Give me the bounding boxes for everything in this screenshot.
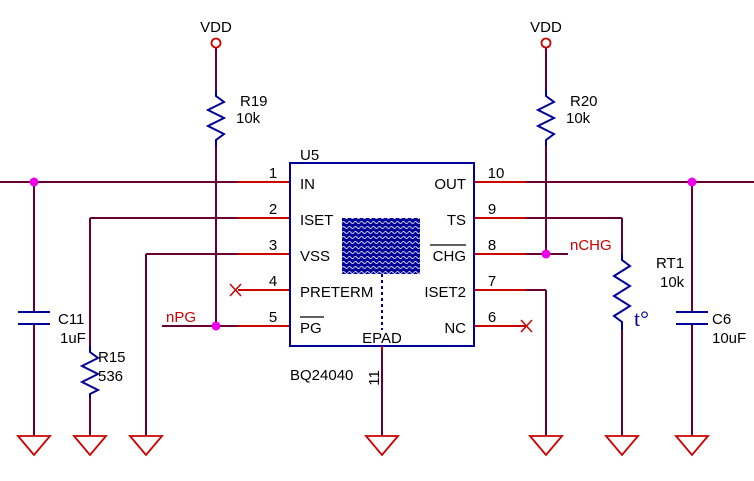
pin-7-name: ISET2 xyxy=(424,284,466,301)
wires xyxy=(0,48,754,436)
net-npg-label: nPG xyxy=(166,309,196,326)
vdd-right-label: VDD xyxy=(530,19,562,36)
epad-label: EPAD xyxy=(362,330,402,347)
r19-value: 10k xyxy=(236,110,261,127)
pin-7-number: 7 xyxy=(488,273,496,290)
ic-part: BQ24040 xyxy=(290,367,353,384)
rt1-symbol: t° xyxy=(634,306,649,331)
r19-ref: R19 xyxy=(240,93,268,110)
c11-capacitor xyxy=(18,311,50,325)
no-connect-icon xyxy=(229,283,533,333)
vdd-left-icon xyxy=(210,37,222,49)
pin-stubs xyxy=(238,181,526,327)
pin-6-name: NC xyxy=(444,320,466,337)
r20-value: 10k xyxy=(566,110,591,127)
pin-1-number: 1 xyxy=(269,165,277,182)
r15-value: 536 xyxy=(98,368,123,385)
r19-resistor xyxy=(205,90,227,146)
pin-9-name: TS xyxy=(447,212,466,229)
pin-2-name: ISET xyxy=(300,212,333,229)
pin-10-number: 10 xyxy=(488,165,505,182)
pin-10-name: OUT xyxy=(434,176,466,193)
r20-ref: R20 xyxy=(570,93,598,110)
r15-resistor xyxy=(79,346,101,398)
ic-ref: U5 xyxy=(300,147,319,164)
c6-capacitor xyxy=(676,311,708,325)
pin-3-number: 3 xyxy=(269,237,277,254)
pin-6-number: 6 xyxy=(488,309,496,326)
c11-ref: C11 xyxy=(58,311,84,328)
rt1-thermistor xyxy=(612,254,632,330)
net-nchg-label: nCHG xyxy=(570,237,612,254)
c6-value: 10uF xyxy=(712,330,746,347)
rt1-value: 10k xyxy=(660,274,685,291)
c11-value: 1uF xyxy=(60,330,86,347)
vdd-left-label: VDD xyxy=(200,19,232,36)
vdd-right-icon xyxy=(540,37,552,49)
junction-dots xyxy=(29,177,697,331)
pin-4-name: PRETERM xyxy=(300,284,373,301)
pin-1-name: IN xyxy=(300,176,315,193)
pin-4-number: 4 xyxy=(269,273,277,290)
pin-5-name: PG xyxy=(300,320,322,337)
r15-ref: R15 xyxy=(98,349,126,366)
pin-2-number: 2 xyxy=(269,201,277,218)
pin-5-number: 5 xyxy=(269,309,277,326)
epad-pad xyxy=(342,218,420,274)
r20-resistor xyxy=(535,90,557,146)
ground-icon xyxy=(16,435,710,457)
epad-pin-number: 11 xyxy=(366,370,383,386)
c6-ref: C6 xyxy=(712,311,731,328)
pin-8-name: CHG xyxy=(433,248,466,265)
pin-8-number: 8 xyxy=(488,237,496,254)
pin-3-name: VSS xyxy=(300,248,330,265)
pin-9-number: 9 xyxy=(488,201,496,218)
rt1-ref: RT1 xyxy=(656,255,684,272)
